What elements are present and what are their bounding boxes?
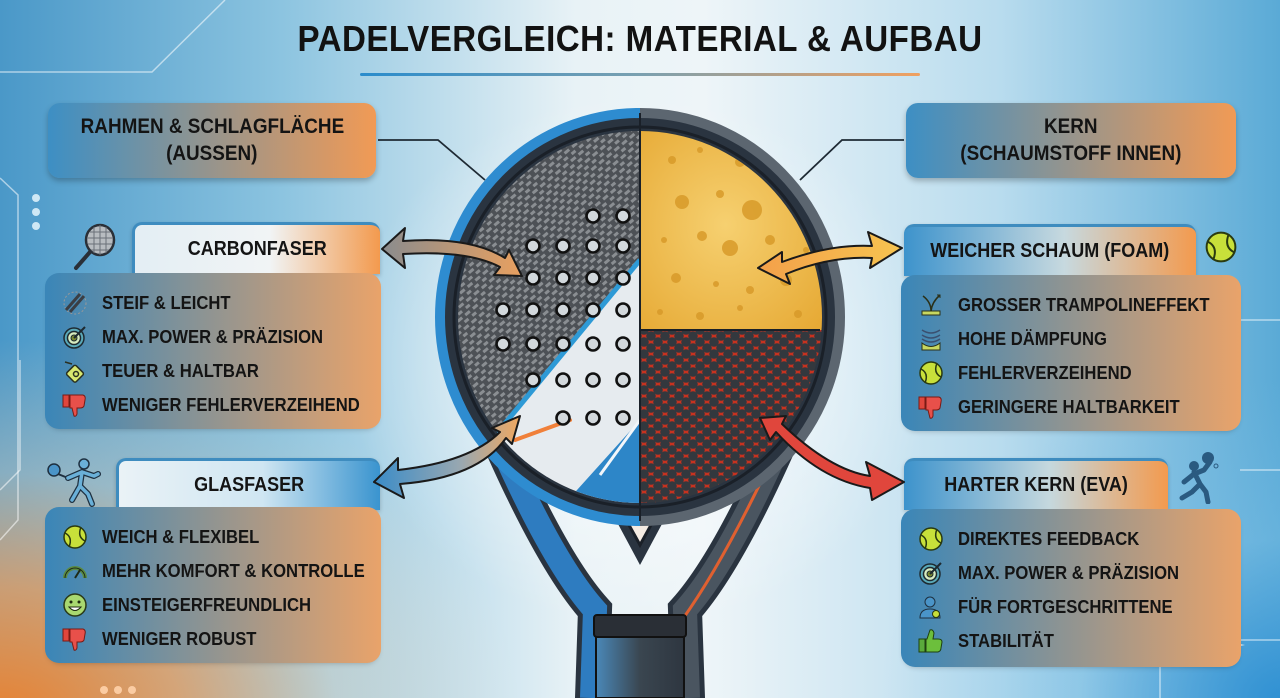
- tennis-ball-icon: [1204, 230, 1238, 269]
- padel-racket-icon: [70, 222, 120, 277]
- padel-racket-illustration: [435, 108, 845, 698]
- section-label-frame: RAHMEN & SCHLAGFLÄCHE (AUSSEN): [48, 103, 376, 178]
- glas-card: WEICH & FLEXIBEL MEHR KOMFORT & KONTROLL…: [45, 507, 381, 663]
- page-title: PADELVERGLEICH: MATERIAL & AUFBAU: [297, 18, 983, 59]
- glas-header: GLASFASER: [116, 458, 380, 510]
- tennis-ball-icon: [918, 360, 944, 386]
- gauge-icon: [62, 558, 88, 584]
- foam-header: WEICHER SCHAUM (FOAM): [904, 224, 1196, 276]
- player-icon: [1172, 452, 1224, 509]
- section-label-line1: RAHMEN & SCHLAGFLÄCHE: [80, 115, 344, 139]
- list-item: GROSSER TRAMPOLINEFFEKT: [918, 288, 1238, 322]
- list-item: WENIGER ROBUST: [62, 622, 378, 656]
- list-item: MAX. POWER & PRÄZISION: [62, 320, 378, 354]
- list-item: FEHLERVERZEIHEND: [918, 356, 1238, 390]
- price-tag-icon: [62, 358, 88, 384]
- thumbs-down-icon: [918, 394, 944, 420]
- target-icon: [62, 324, 88, 350]
- list-item: EINSTEIGERFREUNDLICH: [62, 588, 378, 622]
- foam-header-label: WEICHER SCHAUM (FOAM): [930, 240, 1170, 262]
- list-item: MAX. POWER & PRÄZISION: [918, 556, 1238, 590]
- carbon-header-label: CARBONFASER: [187, 238, 327, 260]
- list-item: MEHR KOMFORT & KONTROLLE: [62, 554, 378, 588]
- eva-header: HARTER KERN (EVA): [904, 458, 1168, 510]
- list-item: STABILITÄT: [918, 624, 1238, 658]
- list-item: FÜR FORTGESCHRITTENE: [918, 590, 1238, 624]
- list-item: TEUER & HALTBAR: [62, 354, 378, 388]
- foam-card: GROSSER TRAMPOLINEFFEKT HOHE DÄMPFUNG FE…: [901, 275, 1241, 431]
- list-item: STEIF & LEICHT: [62, 286, 378, 320]
- tennis-ball-icon: [62, 524, 88, 550]
- player-icon: [46, 458, 108, 513]
- list-item: WEICH & FLEXIBEL: [62, 520, 378, 554]
- carbon-header: CARBONFASER: [132, 222, 380, 274]
- trampoline-icon: [918, 292, 944, 318]
- eva-card: DIREKTES FEEDBACK MAX. POWER & PRÄZISION…: [901, 509, 1241, 667]
- target-icon: [918, 560, 944, 586]
- list-item: DIREKTES FEEDBACK: [918, 522, 1238, 556]
- title-underline: [360, 73, 920, 76]
- section-label-line2: (AUSSEN): [166, 141, 258, 165]
- tennis-ball-icon: [918, 526, 944, 552]
- section-label-line2: (SCHAUMSTOFF INNEN): [960, 141, 1182, 165]
- thumbs-down-icon: [62, 626, 88, 652]
- list-item: WENIGER FEHLERVERZEIHEND: [62, 388, 378, 422]
- section-label-line1: KERN: [1044, 115, 1098, 139]
- thumbs-down-icon: [62, 392, 88, 418]
- list-item: HOHE DÄMPFUNG: [918, 322, 1238, 356]
- smiley-icon: [62, 592, 88, 618]
- section-label-core: KERN (SCHAUMSTOFF INNEN): [906, 103, 1236, 178]
- thumbs-up-icon: [918, 628, 944, 654]
- list-item: GERINGERE HALTBARKEIT: [918, 390, 1238, 424]
- carbon-card: STEIF & LEICHT MAX. POWER & PRÄZISION TE…: [45, 273, 381, 429]
- advanced-player-icon: [918, 594, 944, 620]
- glas-header-label: GLASFASER: [194, 474, 305, 496]
- damping-icon: [918, 326, 944, 352]
- carbon-stripes-icon: [62, 290, 88, 316]
- eva-header-label: HARTER KERN (EVA): [944, 474, 1128, 496]
